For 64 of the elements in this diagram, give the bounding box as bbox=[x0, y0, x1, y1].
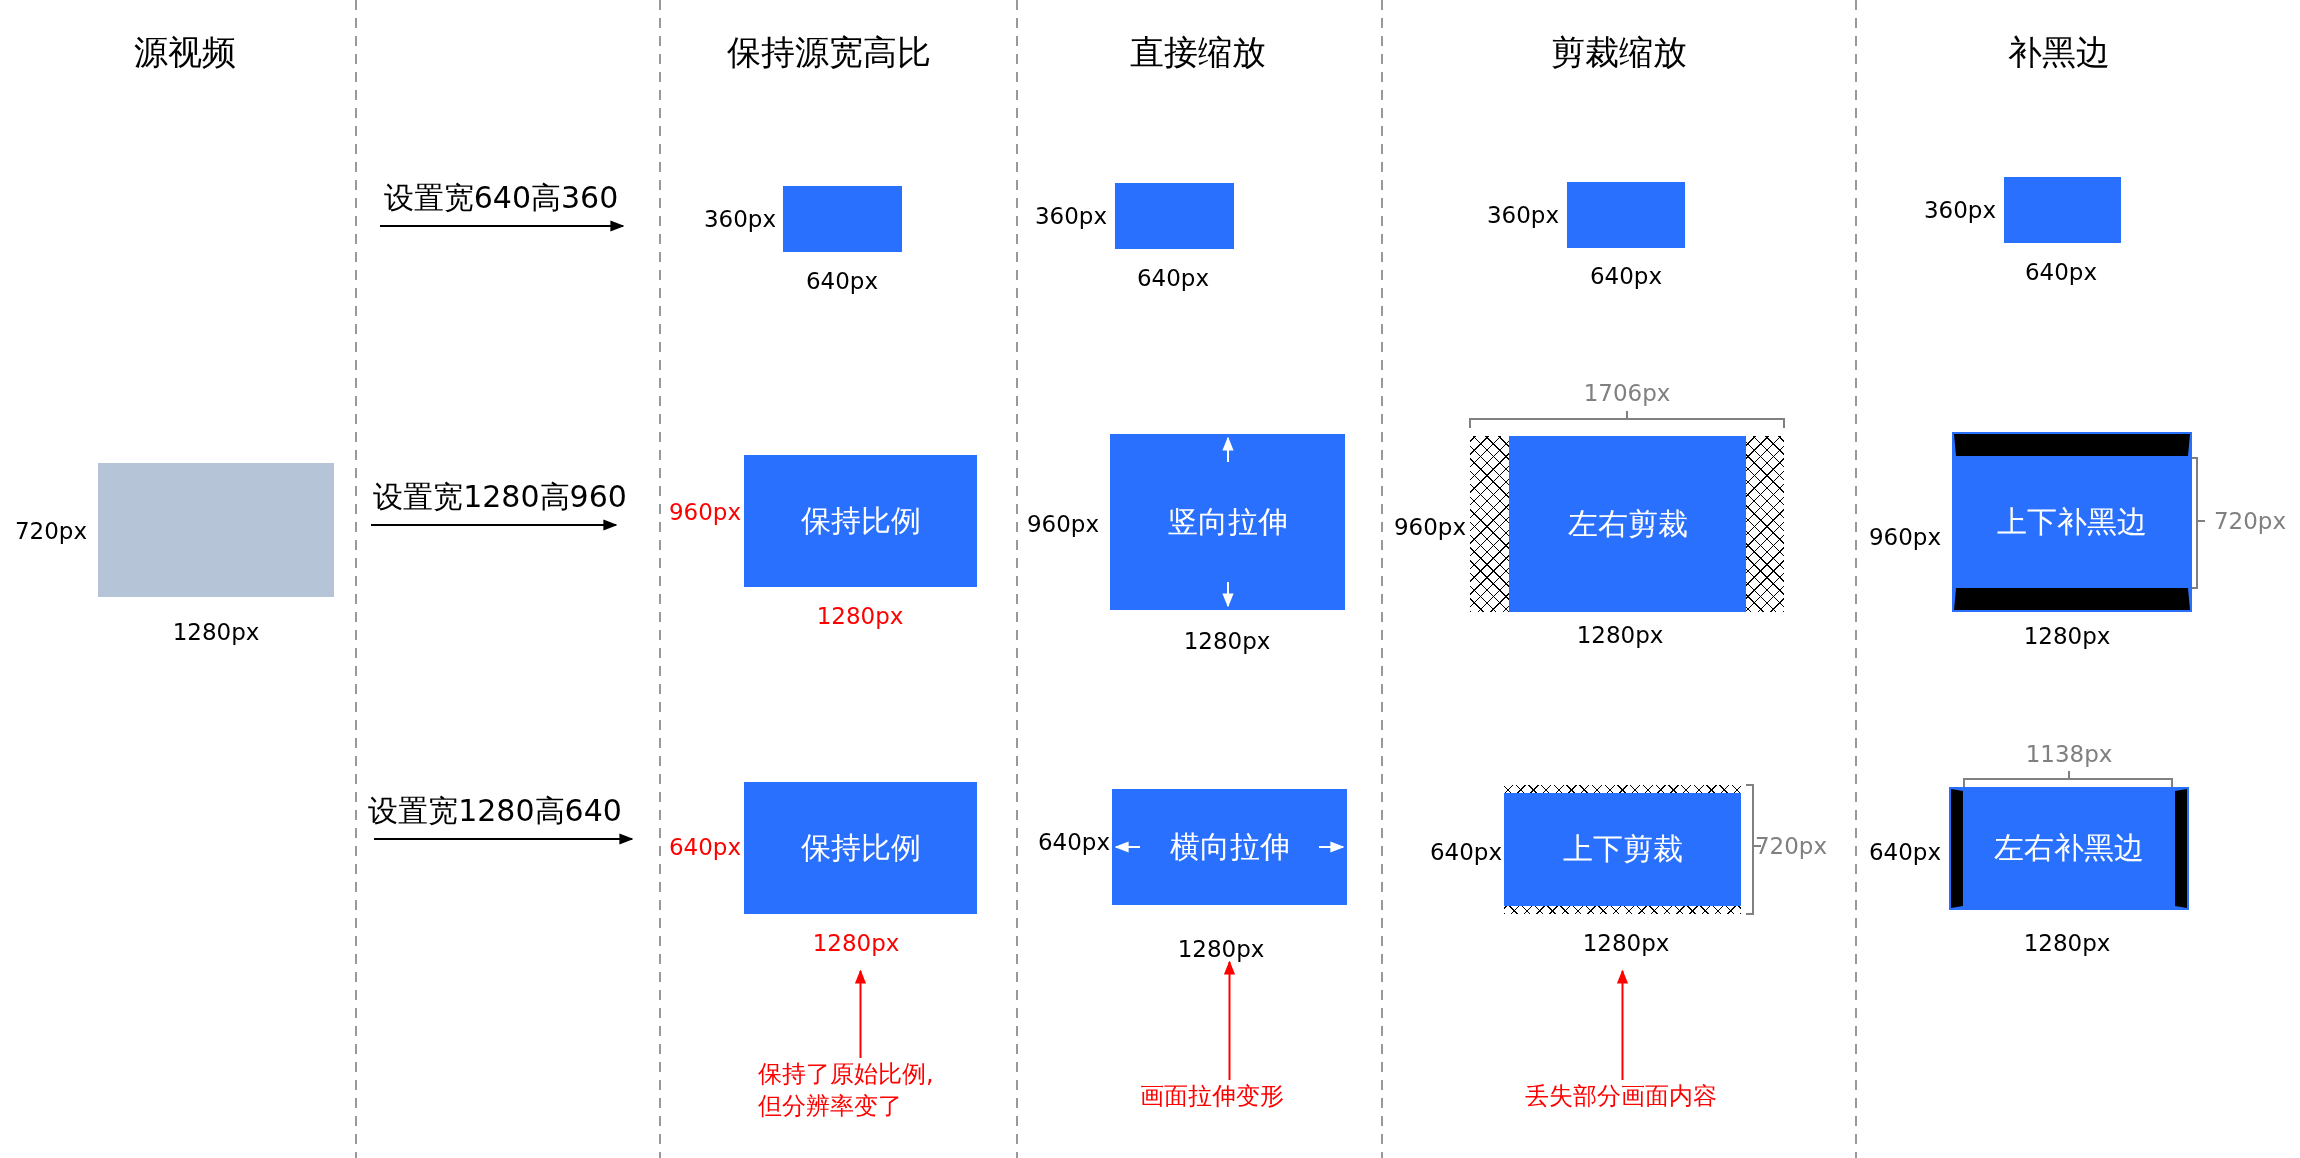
column-heading: 源视频 bbox=[134, 31, 236, 74]
visible-area: 上下剪裁 bbox=[1504, 793, 1741, 906]
dimension-label: 1138px bbox=[2025, 741, 2113, 767]
dimension-label: 640px bbox=[805, 268, 879, 294]
arrow-label: 设置宽1280高960 bbox=[373, 477, 627, 516]
source-video-frame bbox=[98, 463, 334, 597]
leader-line bbox=[854, 969, 867, 1059]
video-frame bbox=[2004, 177, 2121, 243]
dimension-label: 1280px bbox=[2023, 623, 2111, 649]
dimension-label: 1280px bbox=[172, 619, 260, 645]
dimension-label: 960px bbox=[1393, 514, 1467, 540]
dimension-label: 960px bbox=[668, 499, 742, 525]
letterboxed-frame bbox=[1951, 789, 2187, 908]
dimension-label: 640px bbox=[1589, 263, 1663, 289]
leader-line bbox=[1616, 969, 1629, 1081]
dimension-label: 1706px bbox=[1583, 380, 1671, 406]
video-frame bbox=[1115, 183, 1234, 249]
frame-label: 横向拉伸 bbox=[1169, 827, 1290, 866]
video-frame bbox=[1112, 789, 1347, 905]
frame-label: 保持比例 bbox=[800, 828, 921, 867]
dimension-label: 640px bbox=[1429, 839, 1503, 865]
dimension-label: 640px bbox=[1037, 829, 1111, 855]
column-heading: 剪裁缩放 bbox=[1551, 31, 1687, 74]
frame-label: 竖向拉伸 bbox=[1167, 502, 1288, 541]
visible-area: 左右剪裁 bbox=[1509, 436, 1746, 612]
callout-note: 保持了原始比例,但分辨率变了 bbox=[758, 1058, 943, 1128]
dimension-label: 640px bbox=[1136, 265, 1210, 291]
dimension-label: 360px bbox=[1923, 197, 1997, 223]
video-frame bbox=[744, 455, 977, 587]
video-frame bbox=[1110, 434, 1345, 610]
dimension-label: 640px bbox=[2024, 259, 2098, 285]
frame-label: 保持比例 bbox=[800, 501, 921, 540]
dimension-label: 720px bbox=[2213, 508, 2287, 534]
leader-line bbox=[1223, 960, 1236, 1081]
dimension-label: 720px bbox=[14, 518, 88, 544]
dimension-label: 960px bbox=[1868, 524, 1942, 550]
dimension-label: 640px bbox=[668, 834, 742, 860]
dimension-label: 720px bbox=[1754, 833, 1828, 859]
dimension-label: 360px bbox=[1486, 202, 1560, 228]
dimension-label: 360px bbox=[1034, 203, 1108, 229]
dimension-label: 1280px bbox=[1183, 628, 1271, 654]
dimension-label: 1280px bbox=[816, 603, 904, 629]
column-heading: 补黑边 bbox=[2008, 31, 2110, 74]
dimension-label: 1280px bbox=[1576, 622, 1664, 648]
dimension-label: 1280px bbox=[812, 930, 900, 956]
dimension-label: 1280px bbox=[1582, 930, 1670, 956]
frame-label: 左右补黑边 bbox=[1994, 829, 2144, 867]
video-frame bbox=[1567, 182, 1685, 248]
column-heading: 直接缩放 bbox=[1130, 31, 1266, 74]
video-frame bbox=[744, 782, 977, 914]
video-frame bbox=[783, 186, 902, 252]
column-heading: 保持源宽高比 bbox=[727, 31, 931, 74]
dimension-label: 1280px bbox=[1177, 936, 1265, 962]
dimension-label: 360px bbox=[703, 206, 777, 232]
callout-note: 画面拉伸变形 bbox=[1140, 1080, 1300, 1114]
dimension-label: 960px bbox=[1026, 511, 1100, 537]
cropped-frame bbox=[1470, 436, 1784, 612]
arrow-label: 设置宽1280高640 bbox=[368, 791, 622, 830]
dimension-label: 640px bbox=[1868, 839, 1942, 865]
letterboxed-frame bbox=[1954, 434, 2190, 610]
callout-note: 丢失部分画面内容 bbox=[1525, 1080, 1725, 1114]
arrow-label: 设置宽640高360 bbox=[383, 178, 619, 217]
frame-label: 上下补黑边 bbox=[1997, 502, 2147, 541]
dimension-label: 1280px bbox=[2023, 930, 2111, 956]
